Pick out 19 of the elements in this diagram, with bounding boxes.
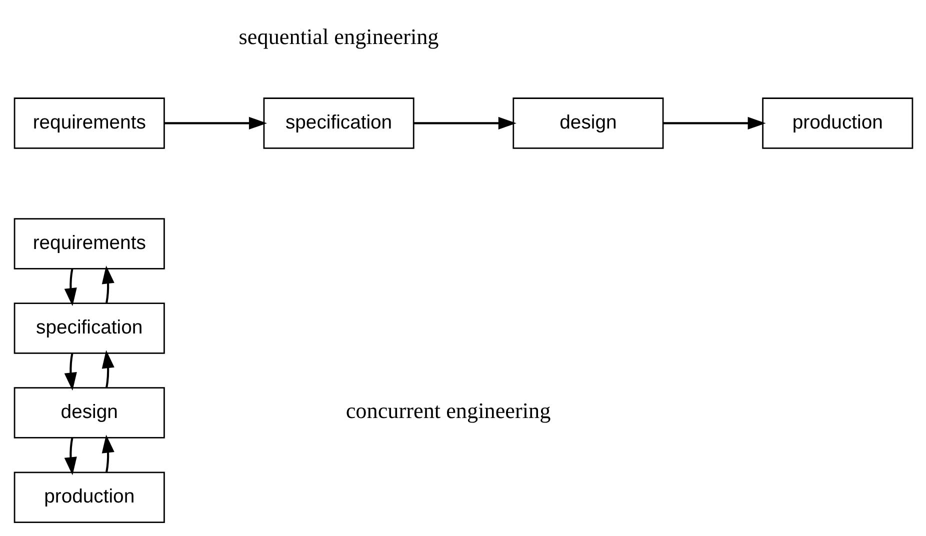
label: concurrent engineering	[345, 398, 550, 424]
label: sequential engineering	[238, 24, 438, 49]
arrow	[413, 116, 516, 130]
node-box: production	[13, 472, 164, 523]
node-box: specification	[13, 302, 164, 354]
node-box: design	[512, 98, 664, 149]
arrow	[101, 266, 114, 304]
node-box: production	[762, 98, 913, 149]
arrow	[64, 438, 76, 476]
node-box: requirements	[13, 218, 164, 270]
arrow	[64, 353, 76, 391]
arrow	[164, 116, 266, 130]
node-box: design	[13, 387, 164, 438]
arrow	[101, 434, 114, 472]
arrow	[64, 268, 76, 306]
node-box: requirements	[13, 98, 164, 149]
node-box: specification	[262, 98, 414, 149]
arrow	[101, 350, 114, 388]
arrow	[662, 116, 766, 130]
